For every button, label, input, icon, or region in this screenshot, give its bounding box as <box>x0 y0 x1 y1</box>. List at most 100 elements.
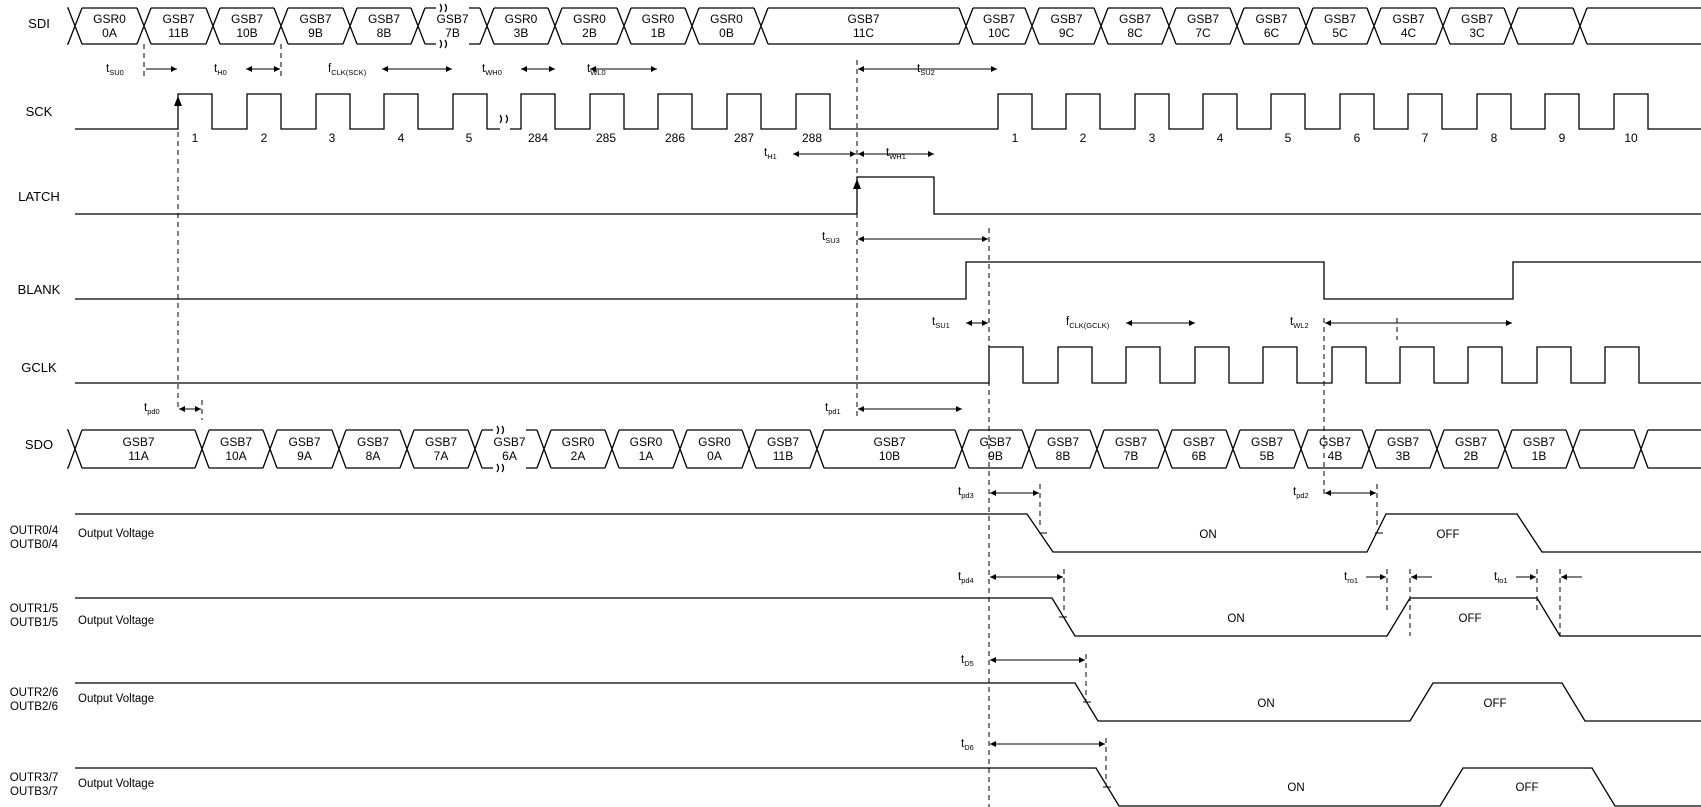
out3-on-label: ON <box>1287 782 1304 794</box>
sdi-cell-5-line-0: GSB7 <box>436 12 468 26</box>
label-fclk-gclk: fCLK(GCLK) <box>1066 316 1110 330</box>
sdi-cell-2-line-0: GSB7 <box>231 12 263 26</box>
sdo-cell-12-line-0: GSB7 <box>1047 435 1079 449</box>
label-tsu2: tSU2 <box>917 63 935 77</box>
sck-number-first-5: 284 <box>528 131 548 145</box>
sdo-cell-13-line-1: 7B <box>1124 449 1139 463</box>
out1-on-label: ON <box>1227 613 1244 625</box>
sdi-cell-2-line-1: 10B <box>236 26 257 40</box>
sck-waveform <box>75 93 1701 130</box>
sdo-cell-15-line-1: 5B <box>1260 449 1275 463</box>
label-tpd1: tpd1 <box>825 402 841 416</box>
label-tsu0: tSU0 <box>106 63 124 77</box>
out1-label-r: OUTR1/5 <box>10 603 59 615</box>
sdo-bus-outline <box>67 425 1701 473</box>
sdo-cell-9-line-1: 11B <box>773 449 793 463</box>
label-tpd0: tpd0 <box>144 402 160 416</box>
sdo-cell-1-line-0: GSB7 <box>220 435 252 449</box>
blank-waveform <box>75 261 1701 300</box>
label-tsu3: tSU3 <box>822 231 840 245</box>
sdo-cell-18-line-0: GSB7 <box>1455 435 1487 449</box>
sdi-cell-0-line-0: GSR0 <box>93 12 126 26</box>
sck-number-first-9: 288 <box>802 131 822 145</box>
label-twl0: tWL0 <box>587 63 606 77</box>
sck-number-first-0: 1 <box>192 131 199 145</box>
sdi-cell-4-line-1: 8B <box>377 26 392 40</box>
sdo-cell-0-line-1: 11A <box>128 449 148 463</box>
sdi-cell-17-line-1: 4C <box>1401 26 1417 40</box>
output-transition-ticks <box>1039 532 1383 788</box>
sdi-cell-7-line-0: GSR0 <box>573 12 606 26</box>
sck-number-second-8: 9 <box>1559 131 1566 145</box>
latch-waveform <box>75 176 1701 215</box>
sdi-cell-15-line-0: GSB7 <box>1255 12 1287 26</box>
out3-waveform <box>75 767 1701 807</box>
sdi-cell-6-line-1: 3B <box>514 26 529 40</box>
sdo-cell-5-line-1: 6A <box>502 449 517 463</box>
latch-edge-arrow <box>853 179 861 189</box>
sck-number-first-8: 287 <box>734 131 754 145</box>
out0-label-r: OUTR0/4 <box>10 525 59 537</box>
sdi-cell-10-line-0: GSB7 <box>847 12 879 26</box>
sdi-cell-1-line-0: GSB7 <box>162 12 194 26</box>
sdi-cell-11-line-1: 10C <box>988 26 1010 40</box>
sdo-cell-4-line-1: 7A <box>434 449 449 463</box>
sdi-cell-12-line-1: 9C <box>1059 26 1075 40</box>
timing-arrows <box>146 66 1582 747</box>
sck-number-first-6: 285 <box>596 131 616 145</box>
sdi-cell-18-line-1: 3C <box>1469 26 1485 40</box>
out1-voltage-label: Output Voltage <box>78 615 154 627</box>
label-tro1: tro1 <box>1344 571 1358 585</box>
sdi-cell-12-line-0: GSB7 <box>1050 12 1082 26</box>
sdo-cell-19-line-0: GSB7 <box>1523 435 1555 449</box>
sck-number-second-6: 7 <box>1422 131 1429 145</box>
sdi-cell-0-line-1: 0A <box>102 26 117 40</box>
sdi-cell-10-line-1: 11C <box>853 26 874 40</box>
sdi-label: SDI <box>28 16 50 31</box>
label-tfo1: tfo1 <box>1494 571 1508 585</box>
gclk-waveform <box>75 346 1701 384</box>
sdo-cell-2-line-1: 9A <box>297 449 312 463</box>
sdi-cell-4-line-0: GSB7 <box>368 12 400 26</box>
reference-lines <box>143 44 1561 807</box>
sdi-cell-13-line-0: GSB7 <box>1119 12 1151 26</box>
sck-number-first-1: 2 <box>261 131 268 145</box>
out0-on-label: ON <box>1199 529 1216 541</box>
latch-label: LATCH <box>18 189 60 204</box>
sdo-cell-18-line-1: 2B <box>1464 449 1479 463</box>
sdi-cell-7-line-1: 2B <box>582 26 597 40</box>
out2-label-b: OUTB2/6 <box>10 701 58 713</box>
sdo-cell-6-line-0: GSR0 <box>562 435 595 449</box>
sdi-cell-5-line-1: 7B <box>445 26 460 40</box>
sdo-cell-17-line-1: 3B <box>1396 449 1411 463</box>
sdi-cell-3-line-1: 9B <box>308 26 323 40</box>
out2-waveform <box>75 682 1701 722</box>
sck-number-second-3: 4 <box>1217 131 1224 145</box>
label-td5: tD5 <box>961 654 974 668</box>
out1-waveform <box>75 597 1701 637</box>
sdo-cell-3-line-0: GSB7 <box>357 435 389 449</box>
out3-off-label: OFF <box>1516 782 1539 794</box>
out3-label-b: OUTB3/7 <box>10 786 58 798</box>
sck-number-second-4: 5 <box>1285 131 1292 145</box>
sdi-cell-11-line-0: GSB7 <box>983 12 1015 26</box>
timing-labels: tSU0 tH0 fCLK(SCK) tWH0 tWL0 tSU2 tH1 tW… <box>106 63 1508 752</box>
sdi-cell-8-line-1: 1B <box>651 26 666 40</box>
out2-voltage-label: Output Voltage <box>78 693 154 705</box>
sck-number-second-5: 6 <box>1354 131 1361 145</box>
out1-off-label: OFF <box>1459 613 1482 625</box>
signal-labels: SDI SCK LATCH BLANK GCLK SDO OUTR0/4 OUT… <box>10 16 154 798</box>
sdi-cell-14-line-1: 7C <box>1195 26 1211 40</box>
sdo-cell-8-line-1: 0A <box>707 449 722 463</box>
label-twh0: tWH0 <box>482 63 502 77</box>
label-twl2: tWL2 <box>1290 316 1309 330</box>
sdi-cell-16-line-1: 5C <box>1332 26 1348 40</box>
label-tpd4: tpd4 <box>958 571 974 585</box>
sdi-cell-1-line-1: 11B <box>168 26 188 40</box>
sck-number-first-7: 286 <box>665 131 685 145</box>
sdo-cell-12-line-1: 8B <box>1056 449 1071 463</box>
sck-number-second-9: 10 <box>1624 131 1638 145</box>
sdo-cell-15-line-0: GSB7 <box>1251 435 1283 449</box>
label-tsu1: tSU1 <box>932 316 950 330</box>
